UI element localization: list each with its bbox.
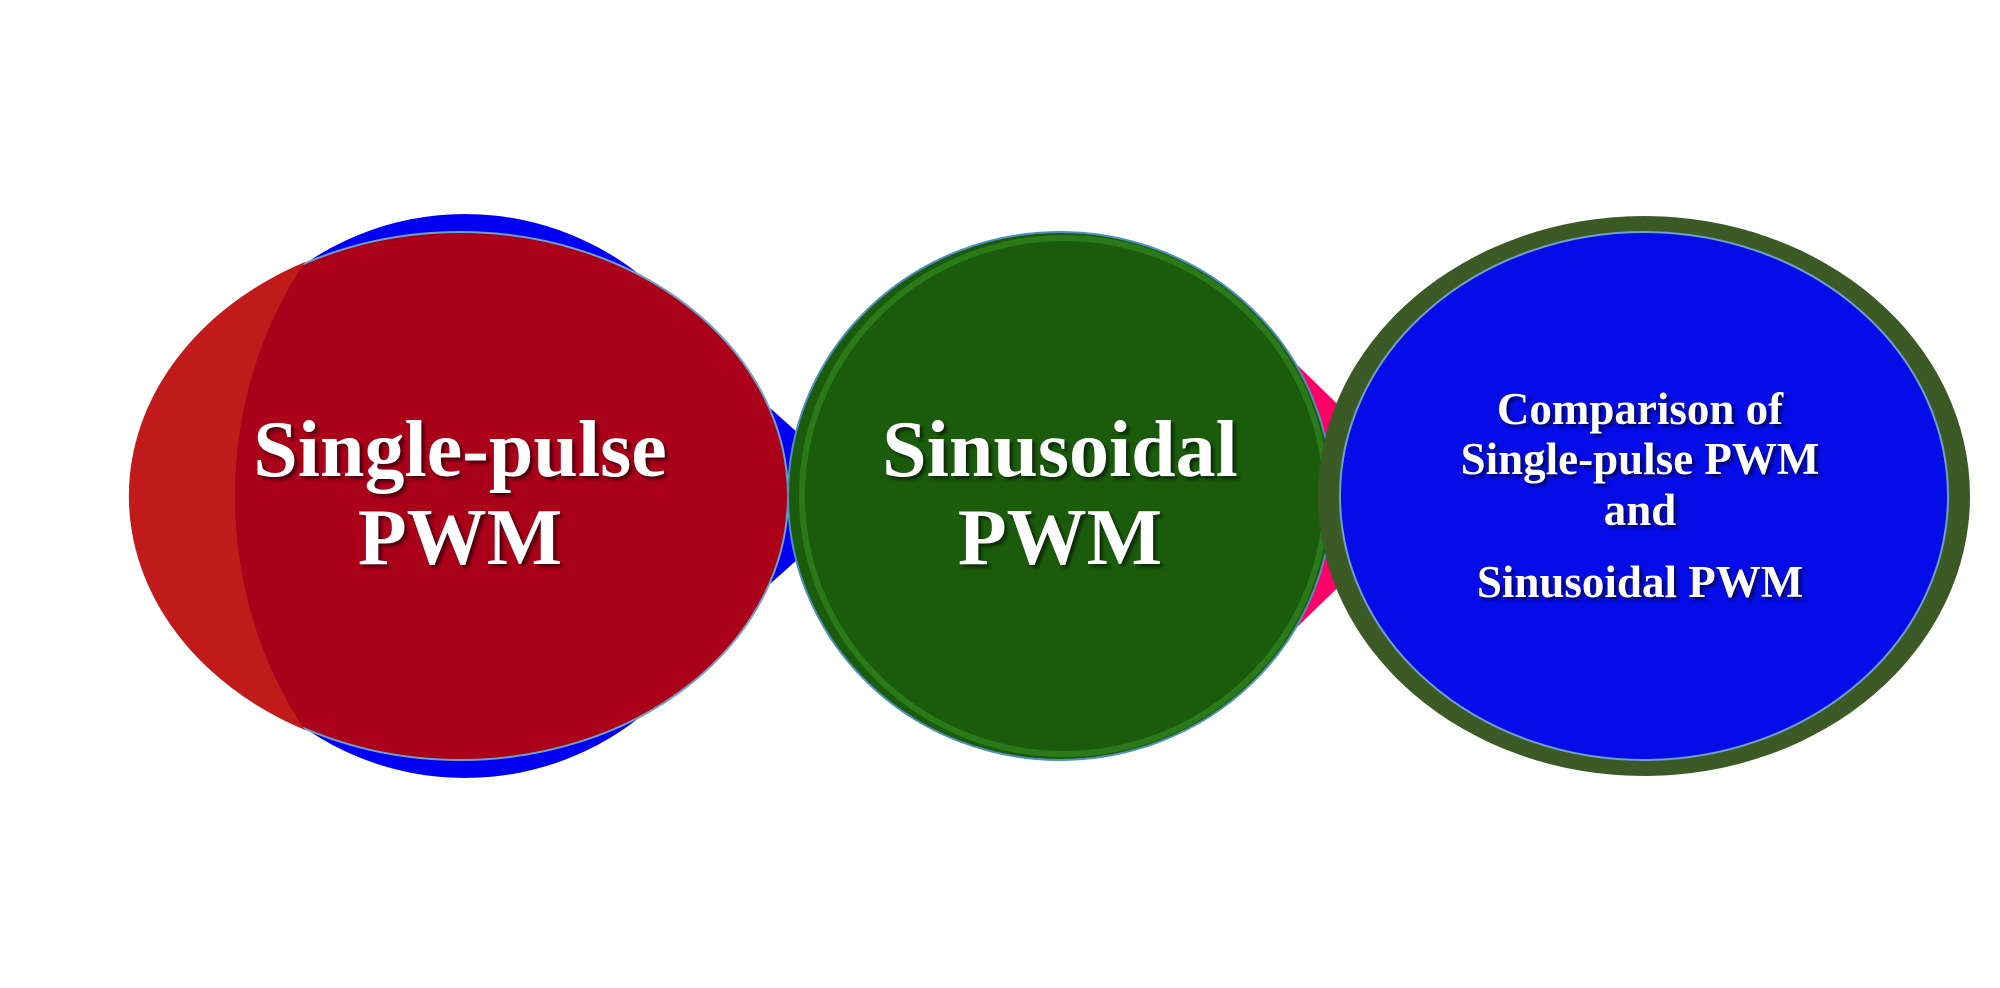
sinusoidal-label-line-2: PWM bbox=[957, 494, 1163, 582]
single-pulse-accent-crescent bbox=[128, 262, 305, 730]
single-pulse-label: Single-pulse PWM bbox=[210, 410, 710, 578]
comparison-label: Comparison of Single-pulse PWM and Sinus… bbox=[1390, 384, 1890, 608]
comparison-label-line-4: Sinusoidal PWM bbox=[1476, 557, 1804, 608]
sinusoidal-label: Sinusoidal PWM bbox=[810, 410, 1310, 578]
sinusoidal-label-line-1: Sinusoidal bbox=[882, 406, 1238, 494]
single-pulse-label-line-1: Single-pulse bbox=[253, 406, 667, 494]
comparison-ellipse bbox=[1339, 231, 1949, 761]
comparison-label-line-1: Comparison of bbox=[1496, 384, 1784, 434]
comparison-label-line-3: and bbox=[1603, 484, 1677, 535]
comparison-label-line-2: Single-pulse PWM bbox=[1460, 434, 1820, 485]
single-pulse-label-line-2: PWM bbox=[357, 494, 563, 582]
